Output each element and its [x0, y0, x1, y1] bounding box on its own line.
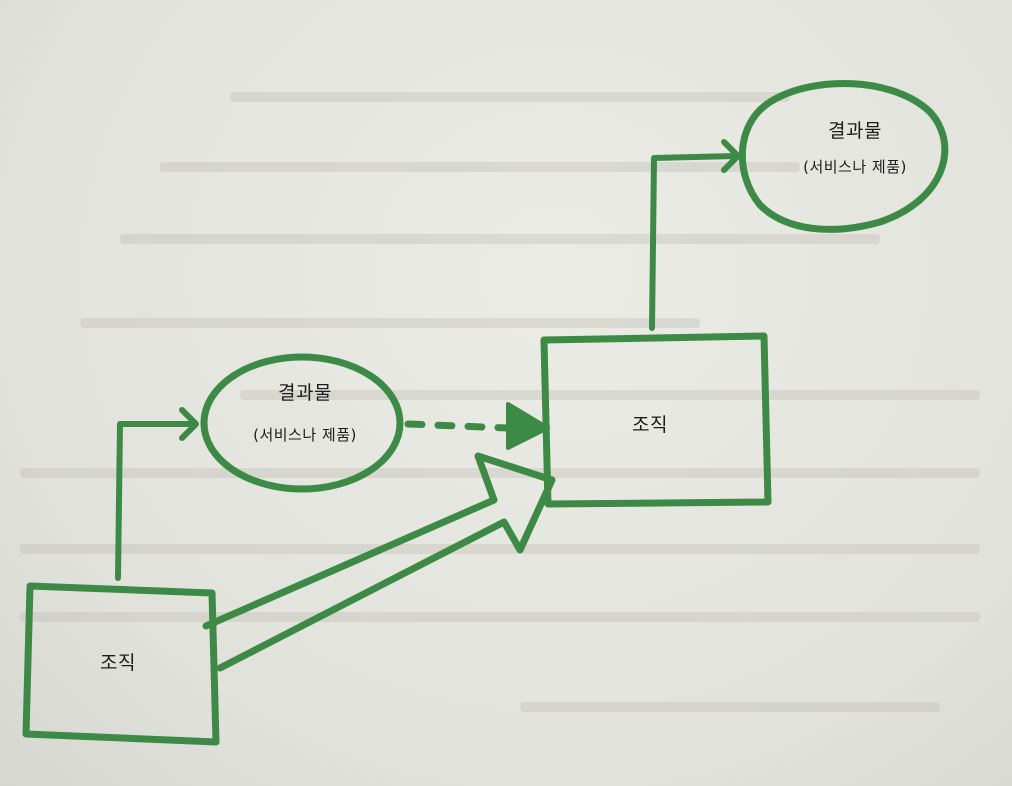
- org-box-right: [540, 332, 772, 508]
- result-left-subtitle: (서비스나 제품): [253, 426, 357, 444]
- arrowhead-right: [721, 139, 741, 173]
- result-right-subtitle: (서비스나 제품): [803, 158, 907, 176]
- result-right-title: 결과물: [828, 120, 882, 142]
- org-box-left: [22, 582, 220, 746]
- org-label-right: 조직: [632, 414, 668, 436]
- connector-right: [649, 153, 739, 331]
- dashed-arrowhead: [506, 402, 550, 450]
- dashed-influence-arrow: [404, 420, 512, 432]
- big-block-arrow: [202, 452, 556, 672]
- arrowhead-left: [179, 407, 199, 441]
- org-label-left: 조직: [100, 652, 136, 674]
- result-ellipse-right: [738, 79, 949, 233]
- result-ellipse-left: [200, 353, 404, 493]
- result-left-title: 결과물: [278, 382, 332, 404]
- connector-left: [115, 421, 197, 581]
